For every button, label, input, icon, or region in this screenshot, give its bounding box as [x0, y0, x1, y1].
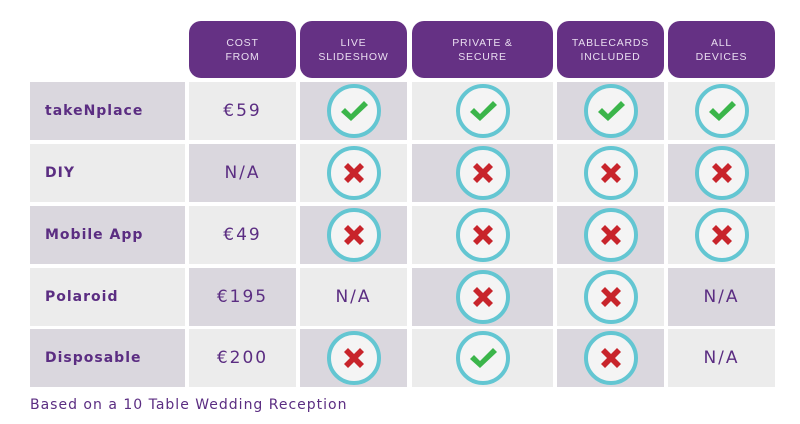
na-text: N/A — [703, 348, 740, 368]
feature-cell — [412, 329, 553, 387]
row-label: DIY — [30, 144, 185, 202]
row-label: Mobile App — [30, 206, 185, 264]
feature-cell — [557, 268, 664, 326]
column-header: LIVE SLIDESHOW — [300, 21, 407, 78]
cross-icon — [694, 146, 749, 200]
cross-icon — [326, 146, 381, 200]
check-icon — [326, 84, 381, 138]
feature-cell — [557, 82, 664, 140]
feature-cell — [412, 268, 553, 326]
cross-icon — [583, 331, 638, 385]
feature-cell — [412, 82, 553, 140]
cross-icon — [455, 146, 510, 200]
row-label: Polaroid — [30, 268, 185, 326]
cost-value: €195 — [189, 268, 296, 326]
feature-cell — [300, 206, 407, 264]
row-label: Disposable — [30, 329, 185, 387]
feature-cell: N/A — [300, 268, 407, 326]
cross-icon — [694, 208, 749, 262]
cost-value: €49 — [189, 206, 296, 264]
feature-cell — [557, 329, 664, 387]
feature-cell — [557, 144, 664, 202]
column-header: PRIVATE & SECURE — [412, 21, 553, 78]
cross-icon — [583, 146, 638, 200]
na-text: N/A — [335, 287, 372, 307]
footnote: Based on a 10 Table Wedding Reception — [30, 397, 348, 413]
check-icon — [694, 84, 749, 138]
feature-cell — [300, 329, 407, 387]
feature-cell — [668, 144, 775, 202]
cross-icon — [455, 270, 510, 324]
cost-value: N/A — [189, 144, 296, 202]
check-icon — [583, 84, 638, 138]
feature-cell — [412, 144, 553, 202]
cross-icon — [326, 208, 381, 262]
cross-icon — [455, 208, 510, 262]
cost-value: €200 — [189, 329, 296, 387]
cross-icon — [583, 270, 638, 324]
feature-cell — [557, 206, 664, 264]
cost-value: €59 — [189, 82, 296, 140]
feature-cell — [668, 206, 775, 264]
cross-icon — [583, 208, 638, 262]
column-header: TABLECARDS INCLUDED — [557, 21, 664, 78]
na-text: N/A — [703, 287, 740, 307]
column-header: ALL DEVICES — [668, 21, 775, 78]
feature-cell: N/A — [668, 268, 775, 326]
feature-cell: N/A — [668, 329, 775, 387]
check-icon — [455, 84, 510, 138]
feature-cell — [412, 206, 553, 264]
column-header: COST FROM — [189, 21, 296, 78]
feature-cell — [300, 82, 407, 140]
check-icon — [455, 331, 510, 385]
cross-icon — [326, 331, 381, 385]
row-label: takeNplace — [30, 82, 185, 140]
feature-cell — [668, 82, 775, 140]
feature-cell — [300, 144, 407, 202]
